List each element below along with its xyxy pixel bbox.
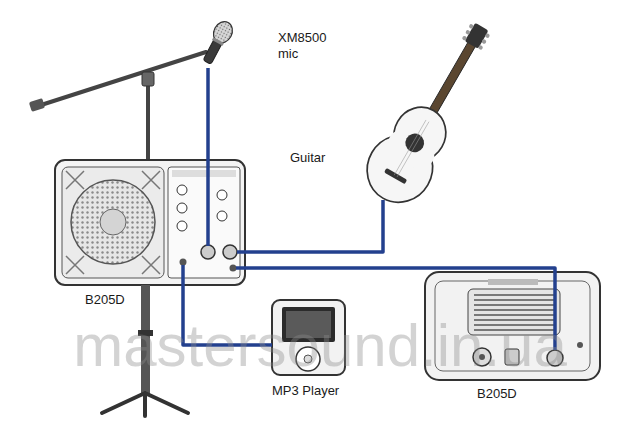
cable — [245, 268, 555, 272]
device-label: Guitar — [290, 150, 325, 166]
device-label: B205D — [85, 292, 125, 308]
speaker-rear — [425, 272, 600, 380]
mic-stand — [29, 52, 206, 160]
guitar — [355, 10, 510, 214]
heatsink-slat — [474, 319, 554, 320]
device-label: B205D — [477, 386, 517, 402]
heatsink-slat — [474, 304, 554, 305]
heatsink-slat — [474, 299, 554, 300]
heatsink-slat — [474, 324, 554, 325]
heatsink-slat — [474, 329, 554, 330]
heatsink-slat — [474, 309, 554, 310]
device: MP3 Player — [272, 300, 345, 375]
mp3-player — [272, 300, 345, 375]
cable — [183, 285, 272, 345]
cable — [206, 68, 210, 160]
device: XM8500 mic — [205, 22, 235, 68]
microphone — [199, 18, 236, 66]
speaker-front — [55, 160, 245, 285]
heatsink-slat — [474, 314, 554, 315]
cable-end — [183, 160, 555, 350]
device-label: MP3 Player — [272, 383, 339, 399]
heatsink-slat — [474, 294, 554, 295]
cable — [245, 200, 383, 252]
device: B205D — [55, 160, 245, 285]
device-label: XM8500 mic — [278, 30, 340, 61]
device: B205D — [425, 272, 600, 380]
device: Guitar — [350, 22, 485, 200]
watermark: mastersound.in.ua — [73, 316, 567, 376]
